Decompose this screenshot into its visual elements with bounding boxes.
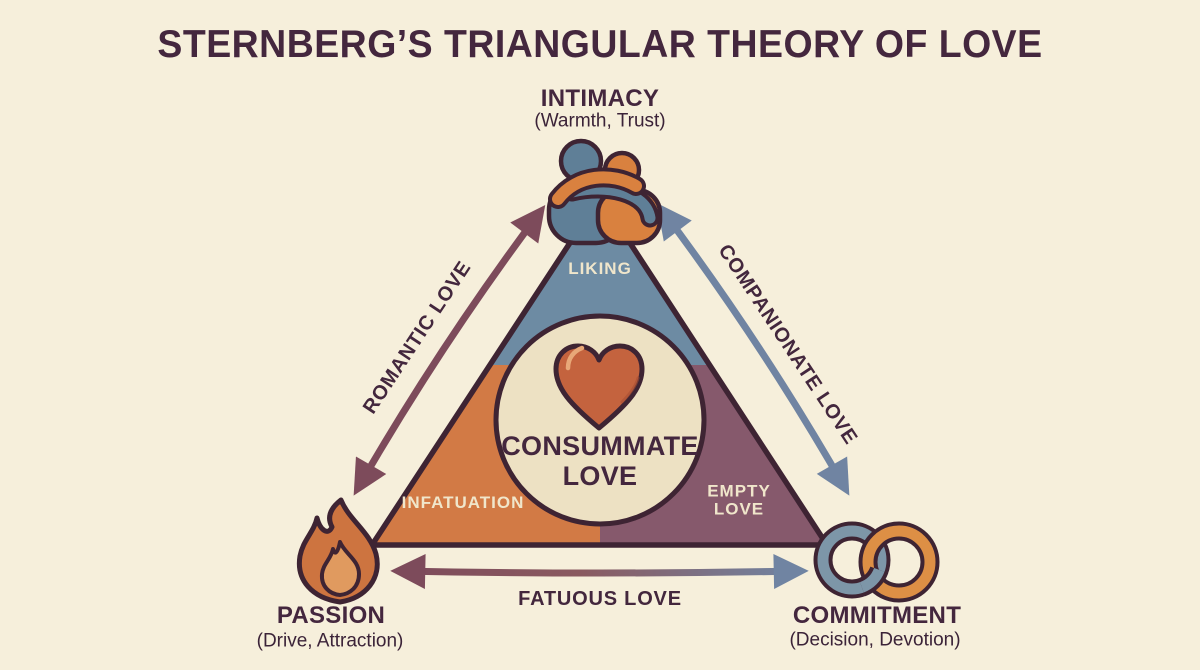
vertex-label-passion: PASSION [276, 602, 386, 630]
center-label-consummate-love: CONSUMMATE LOVE [501, 430, 699, 491]
region-liking [491, 197, 709, 365]
edge-label-fatuous-love: FATUOUS LOVE [518, 588, 682, 611]
vertex-sublabel-commitment: (Decision, Devotion) [789, 629, 961, 651]
heart-icon [553, 343, 645, 431]
vertex-sublabel-intimacy: (Warmth, Trust) [534, 110, 666, 132]
region-label-liking: LIKING [568, 258, 632, 278]
rings-icon [813, 521, 940, 603]
page-title: STERNBERG’S TRIANGULAR THEORY OF LOVE [157, 22, 1043, 66]
vertex-label-commitment: COMMITMENT [792, 602, 962, 630]
companionate-love-arrow [656, 203, 850, 496]
region-label-infatuation: INFATUATION [401, 492, 525, 512]
romantic-love-arrow [353, 204, 546, 496]
hug-icon [546, 138, 663, 246]
flame-icon [296, 497, 380, 605]
region-label-empty-love: EMPTY LOVE [707, 481, 771, 519]
fatuous-love-arrow [390, 554, 809, 590]
vertex-sublabel-passion: (Drive, Attraction) [256, 630, 404, 652]
vertex-label-intimacy: INTIMACY [540, 85, 660, 113]
